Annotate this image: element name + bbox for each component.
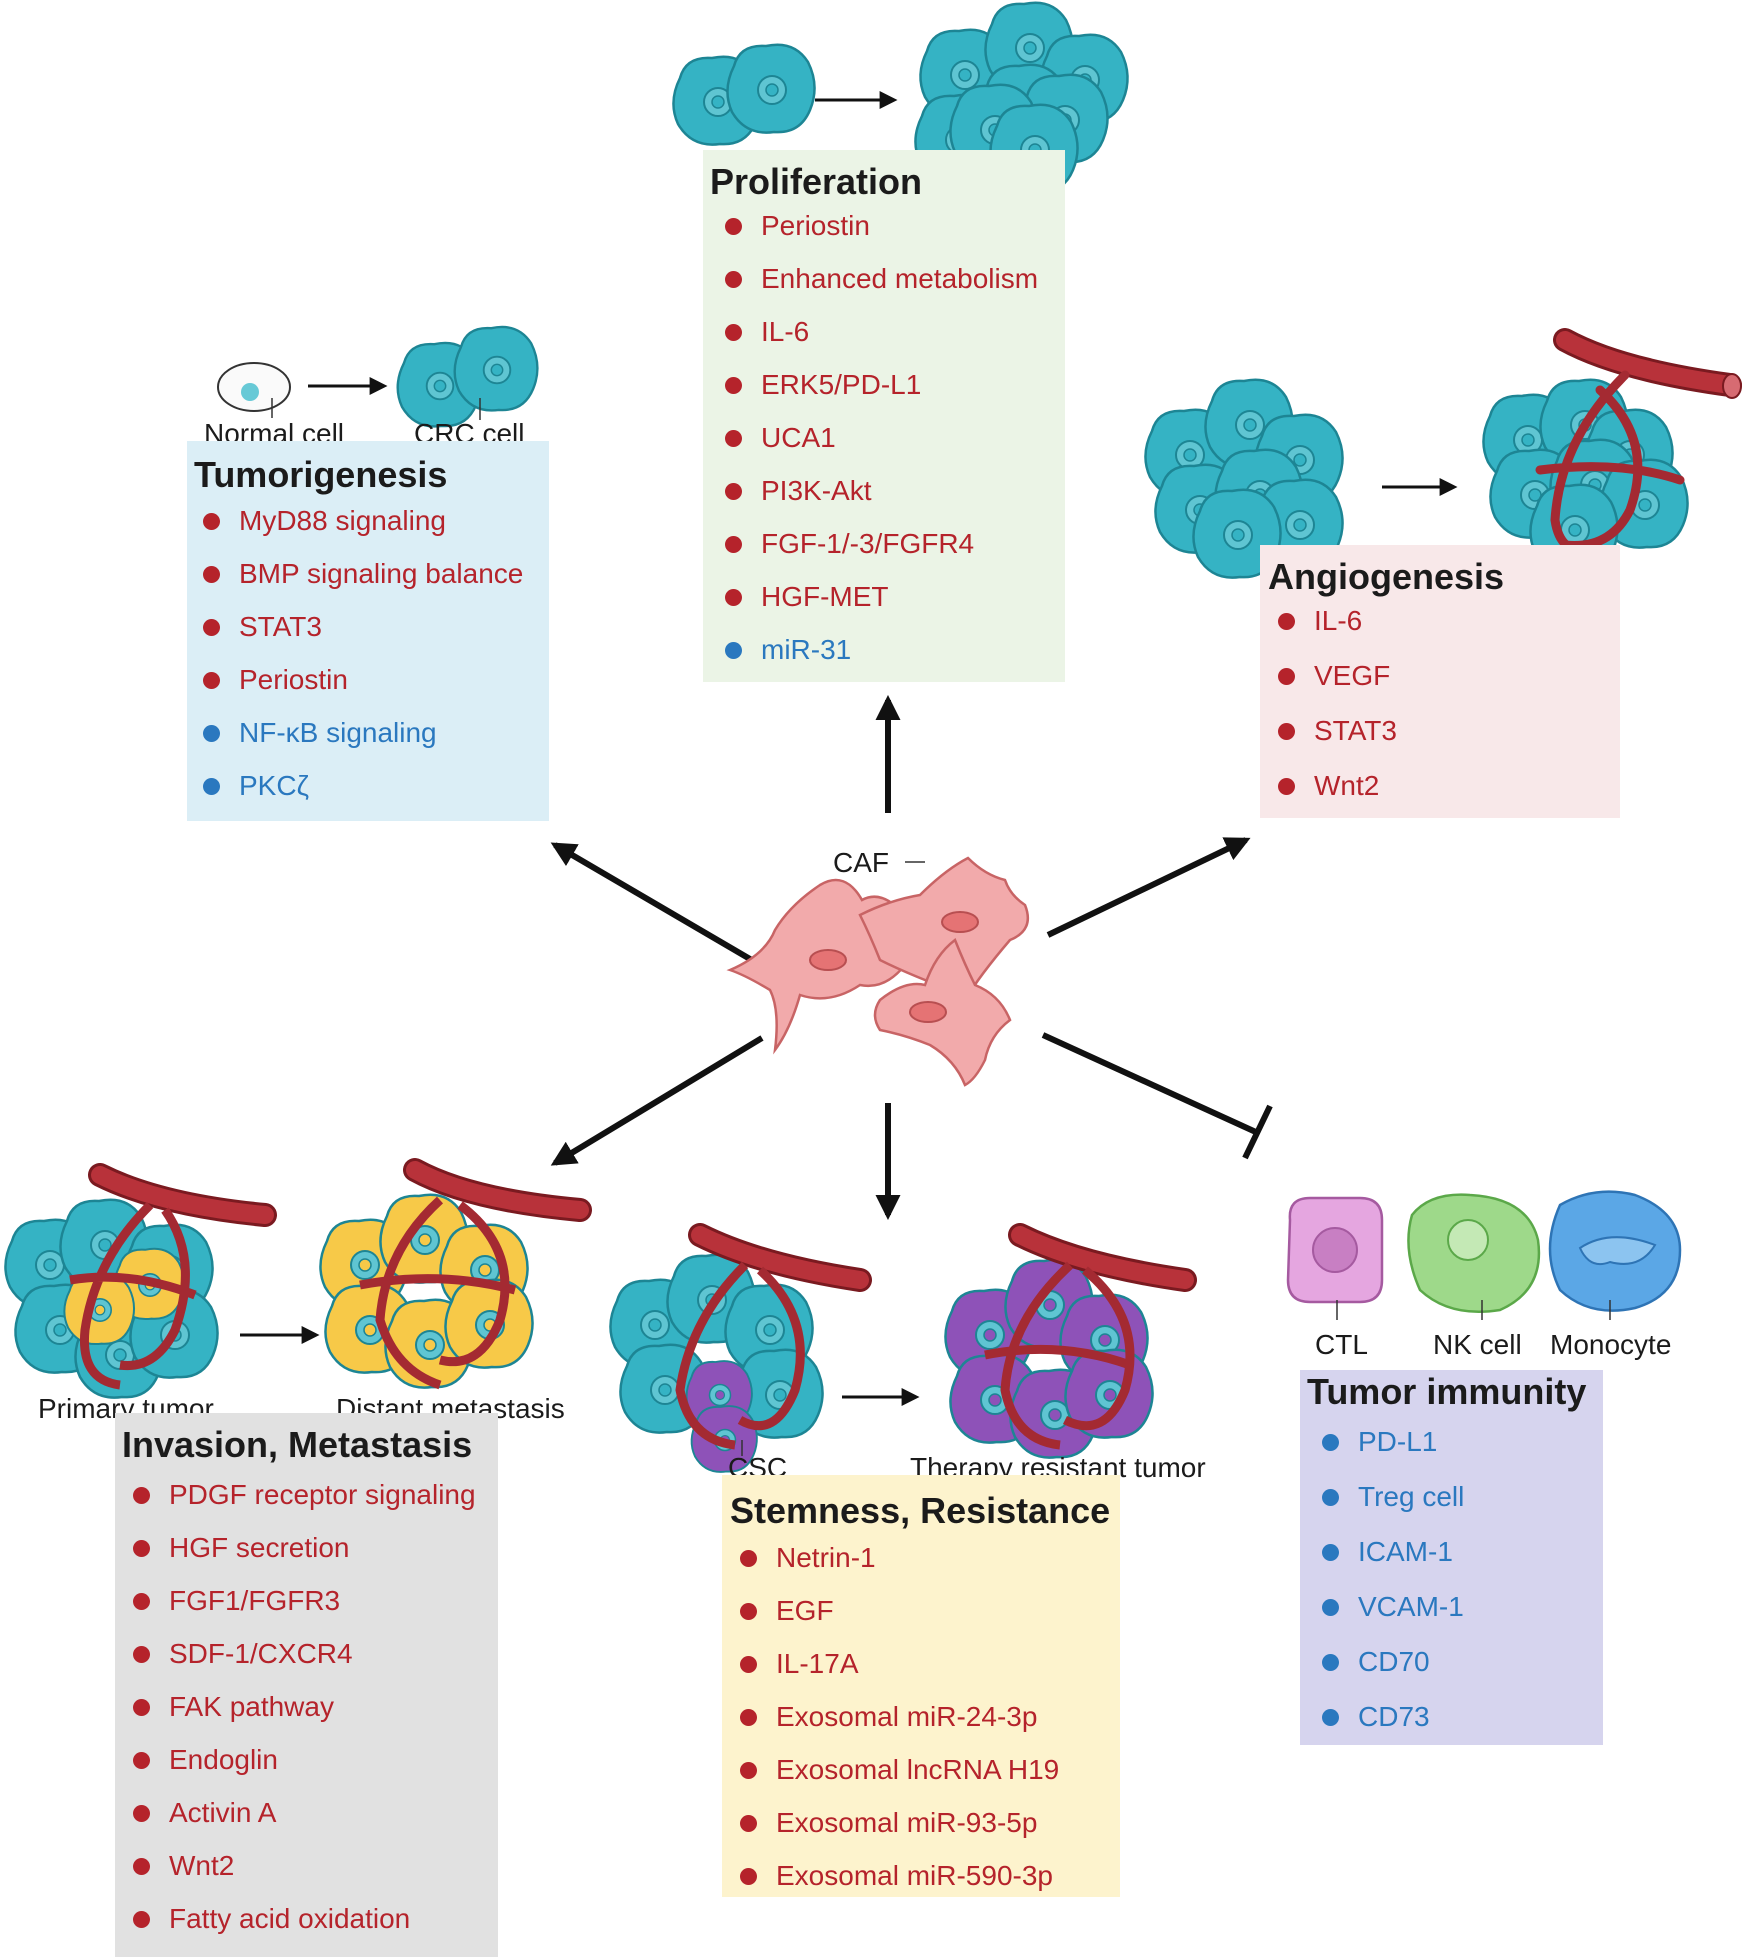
list-item: Netrin-1 [732, 1544, 1059, 1572]
list-item: IL-6 [1270, 607, 1397, 635]
therapy-resistant-tumor-illustration [944, 1223, 1197, 1459]
list-item: EGF [732, 1597, 1059, 1625]
inhibition-to-immunity [1041, 1032, 1260, 1136]
label-monocyte: Monocyte [1550, 1329, 1672, 1360]
list-item: Treg cell [1314, 1483, 1464, 1511]
list-item: STAT3 [1270, 717, 1397, 745]
list-item: Fatty acid oxidation [125, 1905, 476, 1933]
list-item: Periostin [195, 666, 523, 694]
list-item: Endoglin [125, 1746, 476, 1774]
list-item: VEGF [1270, 662, 1397, 690]
list-item: MyD88 signaling [195, 507, 523, 535]
list-item: PDGF receptor signaling [125, 1481, 476, 1509]
arrow-to-invasion [550, 1035, 764, 1166]
arrow-to-tumorigenesis [550, 842, 764, 969]
list-item: PI3K-Akt [717, 477, 1038, 505]
list-item: Exosomal miR-93-5p [732, 1809, 1059, 1837]
ctl-cell-illustration [1286, 1196, 1384, 1320]
list-item: miR-31 [717, 636, 1038, 664]
list-item: Wnt2 [125, 1852, 476, 1880]
stemness-resistance-title: Stemness, Resistance [730, 1490, 1111, 1531]
list-item: Enhanced metabolism [717, 265, 1038, 293]
tumor-immunity-title: Tumor immunity [1307, 1371, 1587, 1412]
angiogenesis-title: Angiogenesis [1268, 556, 1505, 597]
monocyte-illustration [1548, 1190, 1682, 1320]
caf-cells-illustration [726, 856, 1030, 1087]
list-item: PKCζ [195, 772, 523, 800]
list-item: Exosomal lncRNA H19 [732, 1756, 1059, 1784]
list-item: CD70 [1314, 1648, 1464, 1676]
list-item: Periostin [717, 212, 1038, 240]
csc-tumor-illustration [609, 1223, 872, 1473]
distant-metastasis-illustration [319, 1158, 592, 1390]
tumorigenesis-title: Tumorigenesis [194, 454, 448, 495]
proliferation-title: Proliferation [710, 161, 923, 202]
list-item: IL-17A [732, 1650, 1059, 1678]
label-caf: CAF [833, 847, 889, 878]
invasion-metastasis-title: Invasion, Metastasis [122, 1424, 473, 1465]
list-item: Exosomal miR-590-3p [732, 1862, 1059, 1890]
proliferation-cells-before [672, 43, 816, 146]
list-item: ERK5/PD-L1 [717, 371, 1038, 399]
list-item: PD-L1 [1314, 1428, 1464, 1456]
list-item: IL-6 [717, 318, 1038, 346]
list-item: FGF1/FGFR3 [125, 1587, 476, 1615]
list-item: Activin A [125, 1799, 476, 1827]
inhibition-bar [1242, 1104, 1273, 1160]
list-item: FGF-1/-3/FGFR4 [717, 530, 1038, 558]
label-nk-cell: NK cell [1433, 1329, 1522, 1360]
list-item: HGF-MET [717, 583, 1038, 611]
arrow-to-angiogenesis [1046, 837, 1251, 938]
list-item: CD73 [1314, 1703, 1464, 1731]
list-item: Wnt2 [1270, 772, 1397, 800]
list-item: ICAM-1 [1314, 1538, 1464, 1566]
list-item: HGF secretion [125, 1534, 476, 1562]
list-item: SDF-1/CXCR4 [125, 1640, 476, 1668]
invasion-metastasis-panel: Invasion, Metastasis PDGF receptor signa… [115, 1413, 498, 1957]
list-item: NF-κB signaling [195, 719, 523, 747]
list-item: STAT3 [195, 613, 523, 641]
list-item: VCAM-1 [1314, 1593, 1464, 1621]
normal-cell-illustration [217, 362, 291, 418]
list-item: UCA1 [717, 424, 1038, 452]
label-ctl: CTL [1315, 1329, 1368, 1360]
list-item: BMP signaling balance [195, 560, 523, 588]
list-item: Exosomal miR-24-3p [732, 1703, 1059, 1731]
list-item: FAK pathway [125, 1693, 476, 1721]
crc-cell-illustration [396, 325, 539, 428]
primary-tumor-illustration [4, 1163, 277, 1399]
nk-cell-illustration [1407, 1193, 1541, 1320]
